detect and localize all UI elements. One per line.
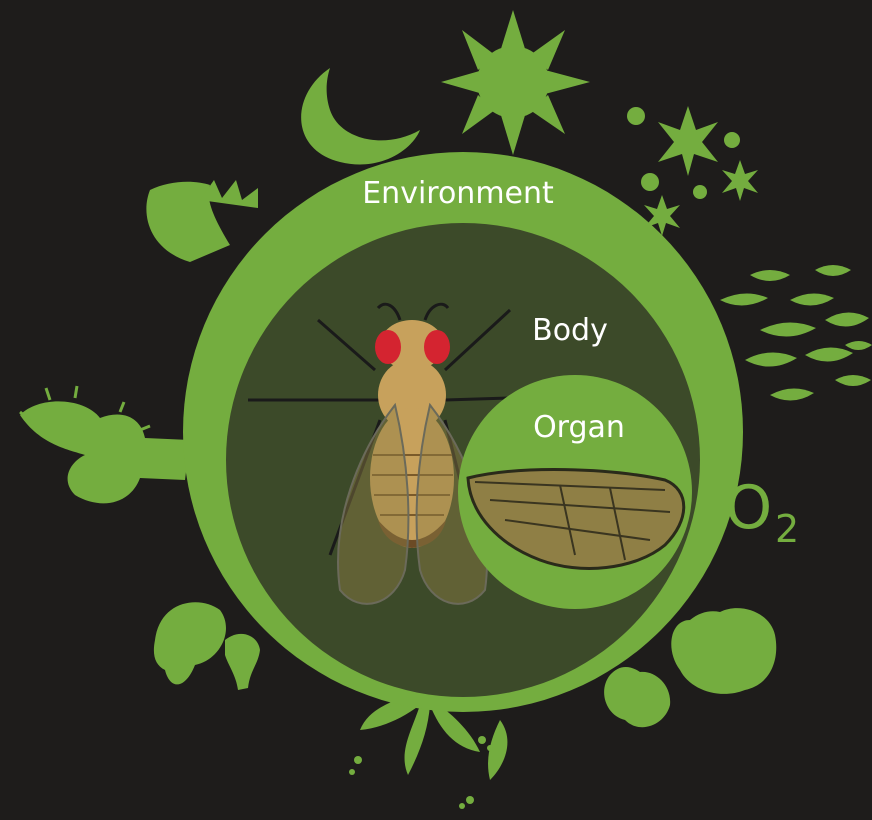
- sun-icon: [441, 10, 590, 155]
- oxygen-symbol: O: [725, 473, 772, 543]
- oxygen-subscript: 2: [775, 507, 799, 551]
- environment-label: Environment: [362, 176, 554, 211]
- cactus-icon: [20, 386, 190, 503]
- oxygen-label: O 2: [725, 473, 799, 551]
- moon-icon: [301, 68, 420, 164]
- mushroom-icon: [154, 602, 260, 690]
- snowflake-icon: [627, 106, 758, 236]
- plant-icon: [146, 180, 258, 262]
- raindrop-icon: [720, 265, 872, 401]
- body-label: Body: [532, 313, 608, 348]
- organ-label: Organ: [533, 410, 625, 445]
